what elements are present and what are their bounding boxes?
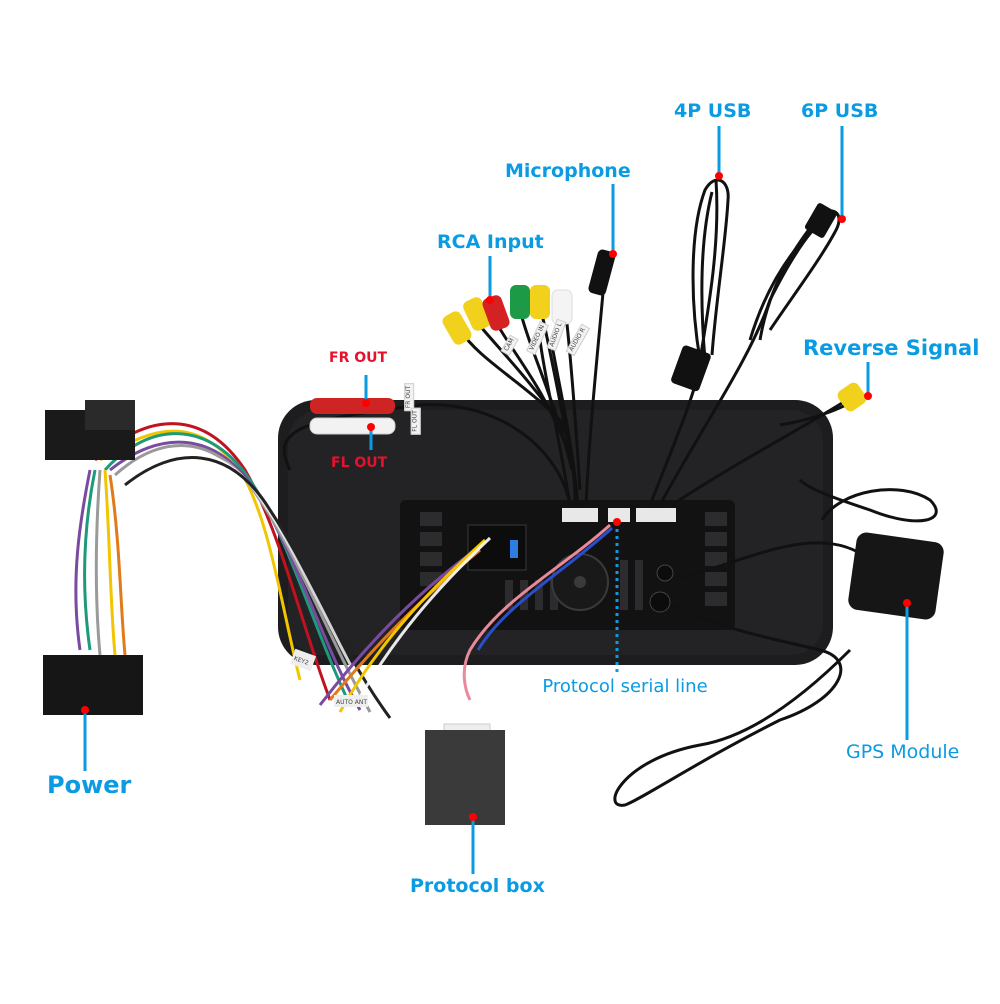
label-power: Power — [47, 771, 132, 799]
microphone-plug — [588, 249, 616, 296]
label-rca-input: RCA Input — [437, 231, 544, 253]
power-harness — [74, 422, 614, 719]
label-protocol-box: Protocol box — [410, 875, 545, 897]
marker-reverse-signal — [864, 392, 872, 400]
connector-port — [608, 508, 630, 522]
marker-rca-input — [486, 296, 494, 304]
gps-module — [798, 478, 944, 620]
label-fr-out: FR OUT — [329, 350, 388, 366]
label-reverse-signal: Reverse Signal — [803, 336, 980, 360]
label-4p-usb: 4P USB — [674, 100, 752, 122]
callout-markers — [81, 172, 911, 821]
marker-6p-usb — [838, 215, 846, 223]
usb-4p-cable — [671, 178, 730, 392]
label-microphone: Microphone — [505, 160, 631, 182]
rca-output-plugs — [309, 398, 396, 435]
label-protocol-serial-line: Protocol serial line — [542, 676, 708, 697]
wire-tag-auto-ant-text: AUTO ANT — [336, 699, 367, 706]
protocol-box — [425, 723, 505, 825]
marker-fr-out — [362, 399, 370, 407]
label-6p-usb: 6P USB — [801, 100, 879, 122]
marker-microphone — [609, 250, 617, 258]
marker-4p-usb — [715, 172, 723, 180]
wire-tag-auto-ant: AUTO ANT — [334, 695, 368, 707]
label-gps-module: GPS Module — [846, 741, 960, 763]
marker-protocol-box — [469, 813, 477, 821]
connector-port — [636, 508, 676, 522]
wire-tag-key2-text: KEY2 — [293, 655, 310, 667]
marker-protocol-serial — [613, 518, 621, 526]
rca-input-plugs — [442, 285, 582, 506]
head-unit — [278, 400, 833, 665]
wire-tag-key2: KEY2 — [289, 648, 317, 672]
marker-power — [81, 706, 89, 714]
wire-tag-fl-out: FL OUT — [410, 407, 421, 435]
label-fl-out: FL OUT — [331, 455, 388, 471]
usb-6p-cable — [748, 203, 841, 341]
marker-fl-out — [367, 423, 375, 431]
connector-port — [562, 508, 598, 522]
reverse-signal-plug — [779, 382, 867, 427]
callout-lines — [83, 126, 909, 874]
power-connectors — [43, 400, 143, 715]
marker-gps — [903, 599, 911, 607]
